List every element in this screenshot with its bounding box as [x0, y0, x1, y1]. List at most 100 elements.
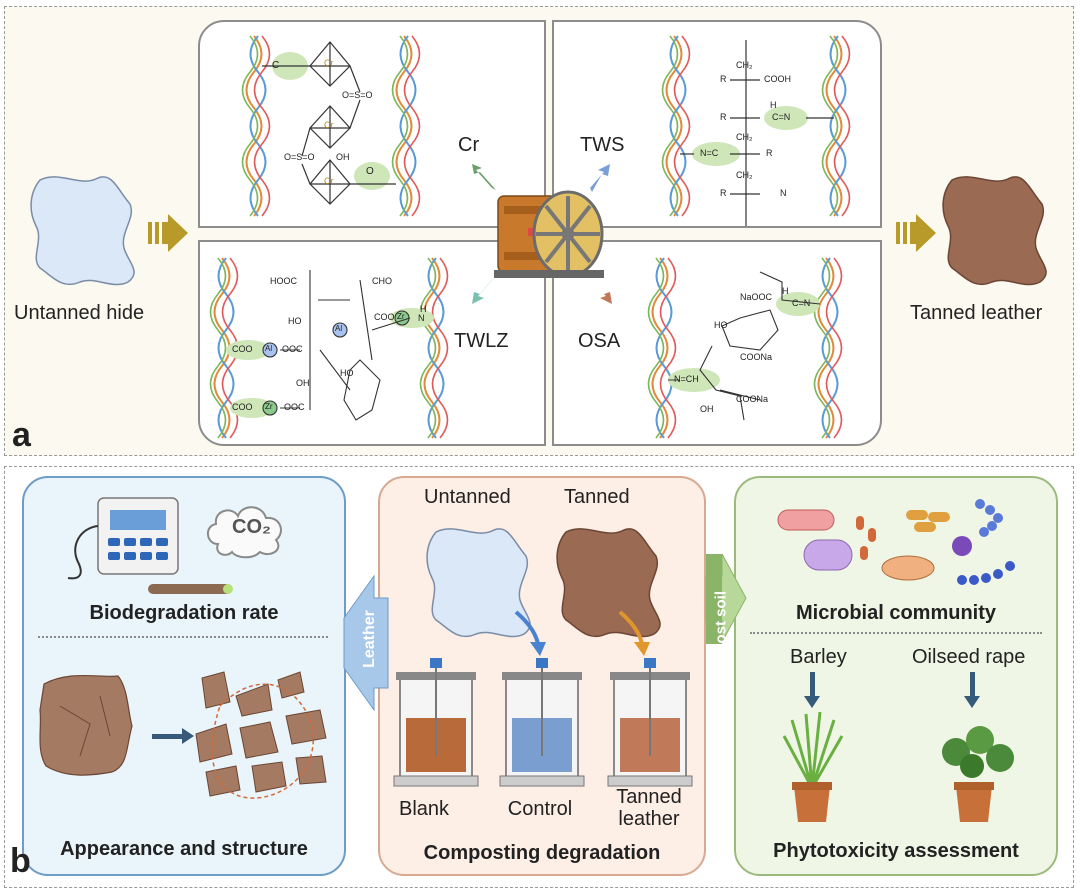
arrow-cr-icon [472, 164, 496, 190]
chem-label: NaOOC [740, 292, 773, 302]
twlz-structure [226, 270, 434, 421]
control-label: Control [507, 798, 573, 820]
process-arrow-left-icon [148, 214, 188, 252]
chem-label: Zr [265, 402, 273, 411]
curved-arrow-orange-icon [618, 610, 644, 645]
untanned-hide-label: Untanned hide [14, 302, 145, 324]
arrow-down-icon [964, 672, 980, 708]
arrow-osa-icon [590, 280, 612, 304]
agent-label-osa: OSA [578, 330, 621, 352]
chem-label: C=N [792, 298, 811, 308]
arrow-down-icon [804, 672, 820, 708]
arrow-twlz-icon [472, 278, 494, 304]
chem-label: R [766, 148, 773, 158]
panel-letter-a: a [12, 416, 31, 454]
untanned-hide-icon [30, 176, 135, 286]
chem-label: N=C [700, 148, 719, 158]
chem-label: HO [340, 368, 354, 378]
chem-label: OH [336, 152, 350, 162]
tanned-sample-icon [556, 528, 661, 638]
divider [38, 636, 328, 638]
agent-label-cr: Cr [458, 134, 480, 156]
arrow-leather-icon [343, 574, 389, 712]
chem-label: COOH [764, 74, 791, 84]
collagen-helix-icon [391, 35, 421, 217]
chem-label: OOC [284, 402, 305, 412]
process-arrow-right-icon [896, 214, 936, 252]
microbes-icon [777, 499, 1015, 585]
chem-label: COO [232, 402, 253, 412]
barley-plant-icon [782, 711, 844, 822]
panel-letter-b: b [10, 842, 31, 880]
tanned-leather-icon [942, 176, 1047, 286]
panel-b-graphics [39, 497, 1015, 822]
chem-label: COONa [740, 352, 773, 362]
chem-label: CH₂ [736, 60, 753, 70]
chem-label: HO [714, 320, 728, 330]
leather-fragments-icon [195, 671, 327, 797]
chem-label: CHO [372, 276, 392, 286]
divider [750, 632, 1042, 634]
rape-plant-icon [942, 726, 1014, 822]
tanned-label: Tanned [564, 486, 630, 508]
chem-label: R [720, 112, 727, 122]
chem-label: COO [232, 344, 253, 354]
blank-label: Blank [398, 798, 450, 820]
chem-label: C=N [772, 112, 791, 122]
chem-label: CH₂ [736, 170, 753, 180]
chem-label: R [720, 74, 727, 84]
quad-osa [552, 240, 882, 446]
phytotoxicity-title: Phytotoxicity assessment [773, 840, 1019, 862]
agent-label-tws: TWS [580, 134, 625, 156]
chem-label: COO [374, 312, 395, 322]
co2-cloud-icon [207, 506, 282, 559]
co2-label: CO₂ [232, 516, 271, 538]
tws-structure [680, 40, 834, 226]
arrow-right-icon [152, 728, 194, 744]
respirometer-icon [67, 497, 233, 594]
chem-label: O [366, 166, 374, 177]
chem-label: COONa [736, 394, 769, 404]
chem-label: Zr [397, 312, 405, 321]
tanning-drum-icon [494, 190, 604, 278]
arrow-tws-icon [590, 164, 610, 192]
collagen-helix-icon [813, 257, 843, 439]
tanned-leather-label: Tanned leather [910, 302, 1043, 324]
chem-label: H [770, 100, 777, 110]
chem-label: O=S=O [342, 90, 373, 100]
chem-label: Al [265, 344, 273, 353]
chem-label: Al [335, 324, 343, 333]
microbial-community-title: Microbial community [795, 602, 997, 624]
chem-label: R [720, 188, 727, 198]
untanned-sample-icon [426, 528, 531, 638]
chem-label: HO [288, 316, 302, 326]
collagen-helix-icon [661, 35, 691, 217]
chem-label: N=CH [674, 374, 699, 384]
composting-degradation-title: Composting degradation [423, 842, 661, 864]
agent-label-twlz: TWLZ [454, 330, 509, 352]
collagen-helix-icon [821, 35, 851, 217]
chem-label: CH₂ [736, 132, 753, 142]
chem-label: O=S=O [284, 152, 315, 162]
tanned-leather-label-2: leather [618, 808, 680, 830]
collagen-helix-icon [241, 35, 271, 217]
untanned-label: Untanned [424, 486, 511, 508]
chem-label: HOOC [270, 276, 297, 286]
reactor-tanned-icon [607, 658, 693, 787]
chem-label: N [780, 188, 787, 198]
cr-structure [262, 41, 396, 205]
leather-intact-icon [39, 674, 133, 776]
chem-label: N [418, 313, 425, 323]
quad-cr [198, 20, 546, 228]
curved-arrow-blue-icon [514, 610, 540, 645]
oilseed-rape-label: Oilseed rape [912, 646, 1026, 668]
panel-a-graphics [30, 35, 1047, 439]
collagen-helix-icon [419, 257, 449, 439]
reactor-blank-icon [393, 658, 479, 787]
arrow-leather-label: Leather [361, 610, 378, 668]
chem-label: Cr [324, 120, 334, 130]
collagen-helix-icon [647, 257, 677, 439]
osa-structure [668, 271, 821, 421]
biodegradation-rate-title: Biodegradation rate [89, 602, 279, 624]
ecotox-box [734, 476, 1058, 876]
